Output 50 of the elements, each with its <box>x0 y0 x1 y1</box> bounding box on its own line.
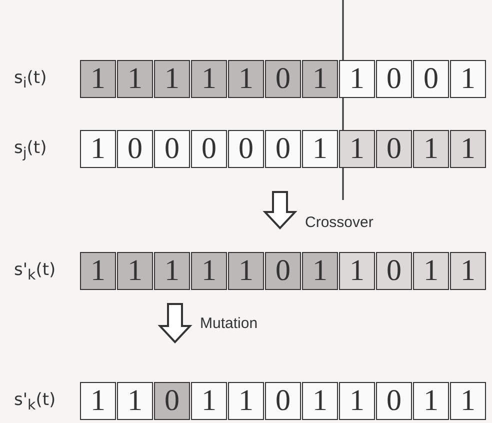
bit-cell: 0 <box>154 130 190 168</box>
operation-label: Mutation <box>200 315 258 332</box>
bit-cell: 1 <box>154 60 190 98</box>
bit-cell: 1 <box>191 60 227 98</box>
bit-cell: 0 <box>154 382 190 420</box>
bit-cell: 1 <box>339 130 375 168</box>
bit-cell: 0 <box>265 382 301 420</box>
bit-cell: 0 <box>117 130 153 168</box>
bit-cell: 0 <box>376 252 412 290</box>
bit-cell: 1 <box>80 60 116 98</box>
row-label: s$_{j}$(t) <box>14 138 47 162</box>
bit-cell: 0 <box>376 60 412 98</box>
row-label: s'$_{k}$(t) <box>14 260 56 284</box>
bit-cell: 1 <box>339 252 375 290</box>
bit-cell: 1 <box>450 60 486 98</box>
bit-cell: 1 <box>413 382 449 420</box>
bit-cell: 1 <box>117 382 153 420</box>
bit-cell: 1 <box>450 382 486 420</box>
bit-cell: 0 <box>191 130 227 168</box>
row-label: s'$_{k}$(t) <box>14 390 56 414</box>
bit-cell: 1 <box>302 382 338 420</box>
operation-label: Crossover <box>305 214 374 231</box>
bit-cell: 1 <box>302 60 338 98</box>
bit-cell: 1 <box>413 130 449 168</box>
bit-cell: 1 <box>80 382 116 420</box>
bit-cell: 1 <box>339 382 375 420</box>
bit-cell: 1 <box>450 252 486 290</box>
bit-cell: 1 <box>413 252 449 290</box>
bit-cell: 1 <box>80 252 116 290</box>
bit-cell: 0 <box>376 382 412 420</box>
bit-cell: 0 <box>376 130 412 168</box>
bit-cell: 0 <box>265 252 301 290</box>
bit-cell: 1 <box>339 60 375 98</box>
bit-cell: 1 <box>191 252 227 290</box>
bit-cell: 1 <box>228 382 264 420</box>
bit-cell: 0 <box>228 130 264 168</box>
bit-cell: 1 <box>191 382 227 420</box>
bit-cell: 1 <box>117 60 153 98</box>
bit-cell: 1 <box>80 130 116 168</box>
bit-cell: 1 <box>117 252 153 290</box>
bit-cell: 1 <box>302 130 338 168</box>
bit-cell: 1 <box>302 252 338 290</box>
bit-cell: 0 <box>413 60 449 98</box>
bit-cell: 0 <box>265 60 301 98</box>
bit-cell: 1 <box>228 252 264 290</box>
bit-cell: 0 <box>265 130 301 168</box>
bit-cell: 1 <box>450 130 486 168</box>
row-label: s$_{i}$(t) <box>14 68 47 92</box>
bit-cell: 1 <box>154 252 190 290</box>
bit-cell: 1 <box>228 60 264 98</box>
